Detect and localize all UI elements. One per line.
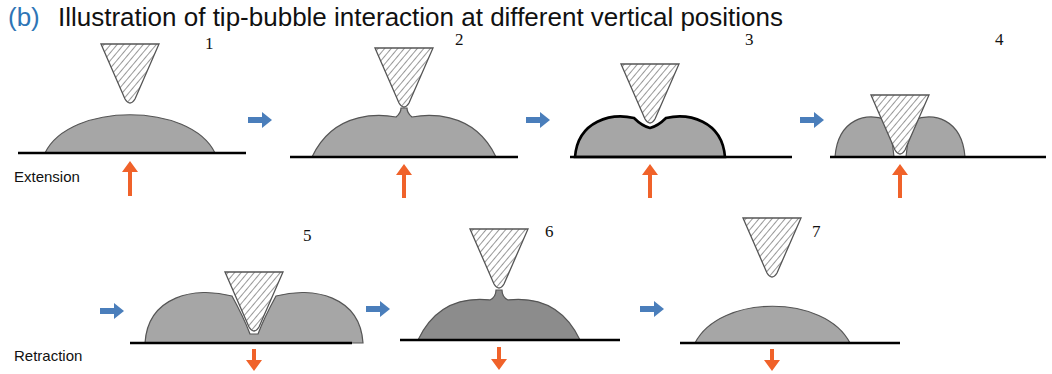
sequence-arrows [100,112,824,319]
stage-1 [18,44,246,153]
callout-number: 1 [205,34,214,54]
sequence-arrow [100,303,124,319]
stage-3 [570,64,792,157]
substrate [570,156,792,159]
bubble [312,108,496,157]
substrate [290,156,518,159]
callout-number: 5 [303,226,312,246]
afm-tip [470,229,528,288]
stage-4 [830,95,1046,157]
bubble [695,306,850,343]
bubble [45,115,215,153]
up-arrow [396,164,412,198]
phase-label: Extension [14,168,80,185]
afm-tip [621,64,679,123]
figure-title: Illustration of tip-bubble interaction a… [58,3,783,33]
phase-label: Retraction [14,347,82,364]
callout-number: 6 [545,222,554,242]
stage-2 [290,48,518,157]
callout-number: 3 [745,30,754,50]
sequence-arrow [640,301,664,317]
substrate [830,156,1046,159]
afm-tip [375,48,433,107]
afm-tip [871,95,929,154]
callout-number: 7 [812,222,821,242]
stage-5 [130,272,363,343]
stage-6 [400,229,620,340]
down-arrow [246,349,262,371]
down-arrow [764,349,780,371]
afm-tip [743,218,801,277]
sequence-arrow [366,301,390,317]
substrate [400,339,620,342]
substrate [18,152,246,155]
substrate [130,342,352,345]
up-arrow [892,164,908,198]
panel-label: (b) [8,3,40,33]
sequence-arrow [526,112,550,128]
afm-tip [101,44,159,103]
stage-7 [680,218,900,343]
down-arrow [491,347,507,370]
motion-arrows [122,161,908,371]
callout-number: 2 [455,30,464,50]
afm-tip [225,272,283,331]
bubble [418,290,580,340]
callout-number: 4 [995,30,1004,50]
substrate [680,342,900,345]
up-arrow [642,164,658,198]
up-arrow [122,161,138,196]
sequence-arrow [800,112,824,128]
sequence-arrow [248,112,272,128]
